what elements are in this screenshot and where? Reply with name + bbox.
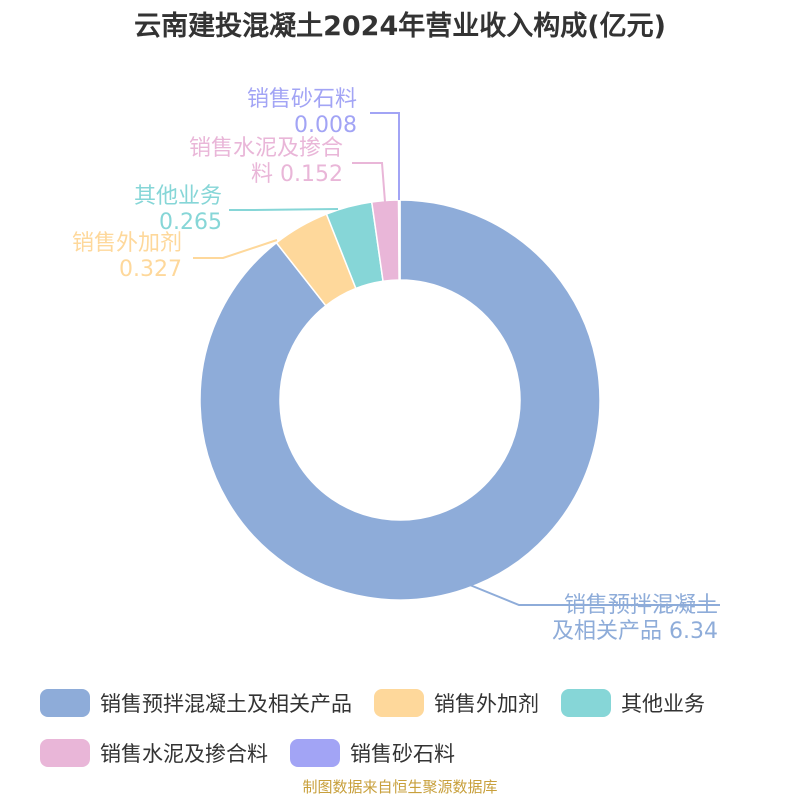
- legend-swatch: [40, 689, 90, 717]
- data-label: 销售水泥及掺合: [189, 136, 343, 161]
- leader-line: [193, 239, 278, 259]
- legend-item[interactable]: 销售预拌混凝土及相关产品: [40, 688, 352, 718]
- legend-label: 销售砂石料: [350, 742, 455, 766]
- data-label: 0.265: [159, 210, 222, 235]
- legend-item[interactable]: 销售外加剂: [374, 688, 539, 718]
- data-label: 销售砂石料: [247, 87, 357, 112]
- data-label: 0.008: [294, 113, 357, 138]
- legend-item[interactable]: 销售砂石料: [290, 738, 455, 768]
- legend-item[interactable]: 其他业务: [561, 688, 705, 718]
- leader-line: [229, 208, 339, 211]
- legend-label: 其他业务: [621, 692, 705, 716]
- chart-title: 云南建投混凝土2024年营业收入构成(亿元): [134, 11, 666, 42]
- data-label: 其他业务: [134, 184, 222, 209]
- leader-line: [352, 162, 386, 203]
- legend-swatch: [374, 689, 424, 717]
- donut-slice[interactable]: [397, 199, 401, 281]
- leader-line: [464, 582, 720, 606]
- legend-swatch: [290, 739, 340, 767]
- legend-swatch: [40, 739, 90, 767]
- legend-label: 销售预拌混凝土及相关产品: [100, 692, 352, 716]
- legend-label: 销售外加剂: [434, 692, 539, 716]
- data-label: 及相关产品 6.34: [552, 619, 718, 644]
- legend: 销售预拌混凝土及相关产品 销售外加剂 其他业务 销售水泥及掺合料 销售砂石料: [40, 678, 780, 778]
- donut-slice[interactable]: [199, 199, 601, 601]
- data-label: 料 0.152: [251, 162, 343, 187]
- data-label: 0.327: [119, 257, 182, 282]
- data-label: 销售预拌混凝土: [564, 593, 718, 618]
- legend-item[interactable]: 销售水泥及掺合料: [40, 738, 268, 768]
- source-note: 制图数据来自恒生聚源数据库: [302, 778, 498, 796]
- legend-label: 销售水泥及掺合料: [100, 742, 268, 766]
- leader-line: [370, 112, 400, 200]
- legend-swatch: [561, 689, 611, 717]
- data-label: 销售外加剂: [72, 231, 182, 256]
